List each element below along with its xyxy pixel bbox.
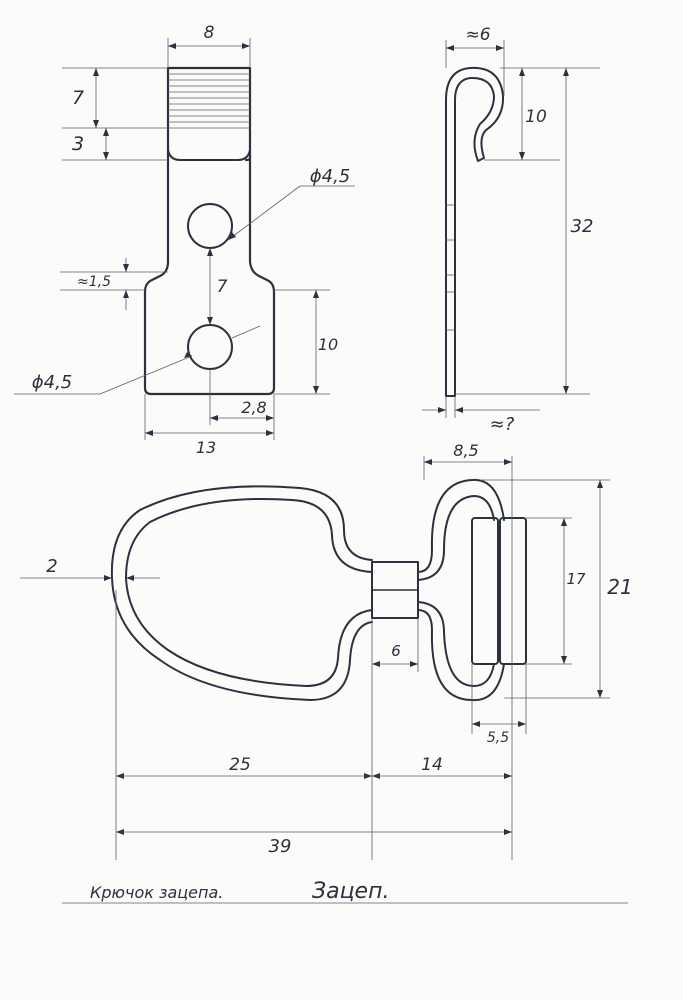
hook-outer-profile — [445, 66, 505, 397]
dim-overall-length: 39 — [269, 836, 292, 857]
loop-arrows — [104, 459, 603, 835]
dim-roller-width: 5,5 — [487, 730, 509, 746]
ring-inner — [125, 497, 373, 687]
title-left: Крючок зацепа. — [90, 883, 223, 902]
plate-view: 8 7 3 ϕ4,5 7 ≈1,5 10 ϕ4,5 2,8 13 — [14, 23, 355, 457]
dim-step-offset: ≈1,5 — [77, 274, 111, 290]
plate-dimension-lines — [14, 38, 355, 440]
hook-loop-view: 2 8,5 21 17 6 5,5 25 14 39 — [20, 441, 633, 860]
roller-left — [471, 517, 499, 665]
hook-side-view: ≈6 10 32 ≈? — [422, 25, 600, 435]
plate-arrows — [93, 43, 319, 436]
dim-hole-edge-distance: 2,8 — [241, 398, 266, 417]
dim-hole-diameter-lower: ϕ4,5 — [32, 372, 73, 393]
ring-outer — [110, 485, 373, 701]
dim-hole-diameter-upper: ϕ4,5 — [310, 166, 351, 187]
small-loop-inner — [417, 495, 495, 687]
dim-ring-length: 25 — [229, 755, 251, 775]
dim-bar-length: 6 — [391, 642, 401, 660]
dim-loop-length: 14 — [421, 755, 443, 775]
hook-dimension-lines — [422, 40, 600, 418]
dim-hook-width: ≈6 — [465, 25, 490, 45]
dim-roller-height: 17 — [566, 570, 586, 588]
dim-wire-thickness: 2 — [46, 556, 57, 577]
hook-arrows — [438, 45, 569, 413]
top-notch-line — [167, 149, 251, 161]
dim-loop-width: 8,5 — [453, 441, 478, 460]
dim-hook-total-height: 32 — [571, 216, 594, 237]
dim-plate-width-bottom: 13 — [196, 438, 216, 457]
plate-outline — [143, 66, 276, 396]
roller-right — [499, 517, 527, 665]
dim-plate-width-top: 8 — [204, 23, 215, 43]
small-loop-outer — [417, 478, 505, 702]
dim-thickness: ≈? — [490, 414, 515, 435]
upper-hole — [187, 203, 233, 249]
title-right: Зацеп. — [312, 879, 389, 904]
lower-hole — [187, 324, 233, 370]
loop-dimension-lines — [20, 456, 610, 860]
dim-hook-height: 10 — [525, 107, 547, 127]
dim-hole-spacing: 7 — [217, 277, 228, 297]
dim-top-notch-height: 3 — [72, 133, 84, 155]
hook-side-ticks — [446, 204, 455, 331]
dim-lower-height: 10 — [318, 335, 338, 354]
dim-loop-height: 21 — [607, 575, 632, 599]
dim-top-band-height: 7 — [72, 87, 84, 109]
top-hatch — [168, 73, 250, 129]
